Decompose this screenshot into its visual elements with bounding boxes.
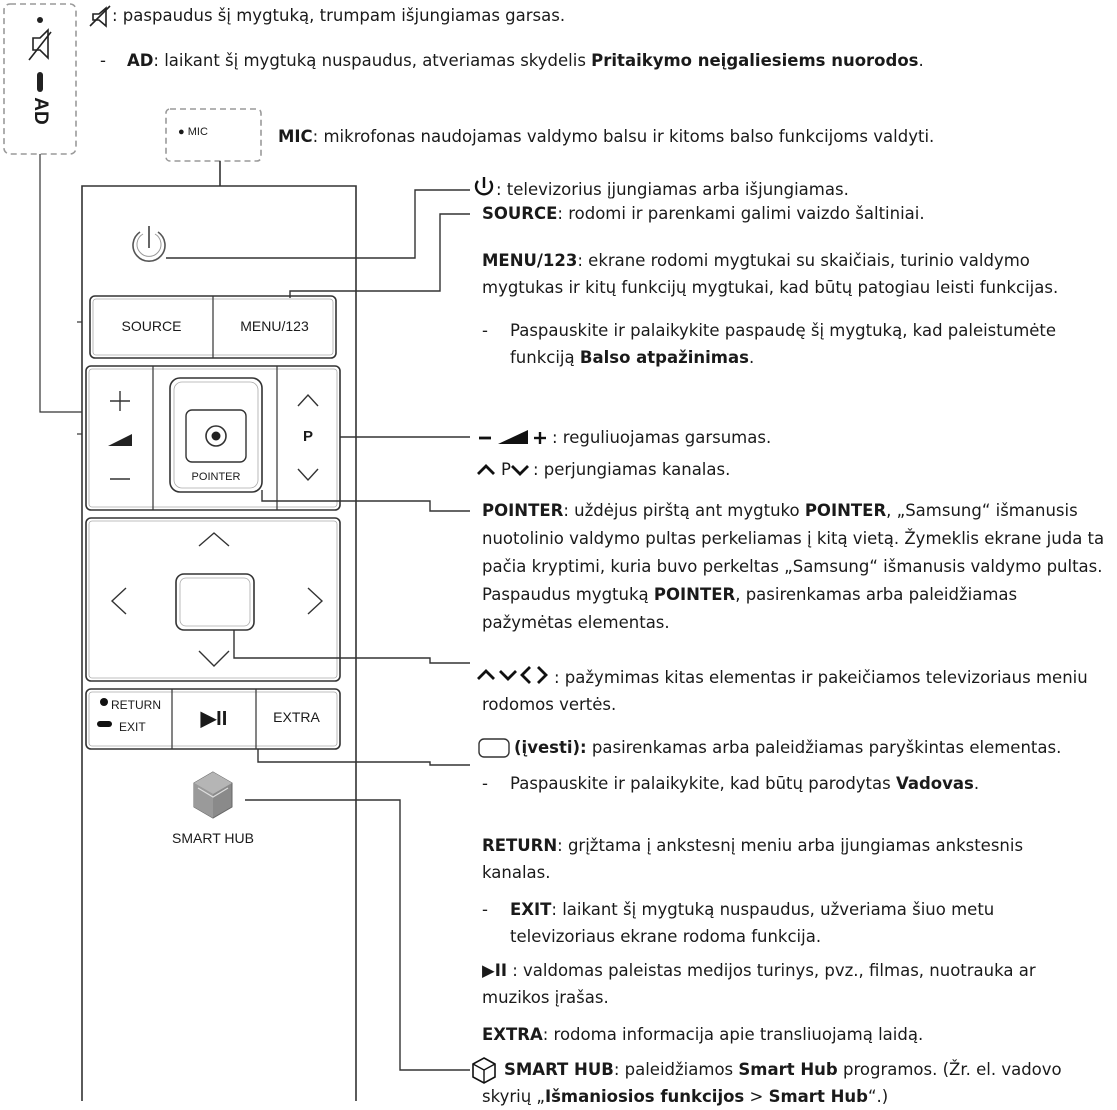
smart-hub-cube-icon — [193, 771, 233, 819]
pointer-button-shape — [169, 377, 263, 493]
volume-up-button[interactable] — [89, 370, 151, 415]
extra-description: EXTRA: rodoma informacija apie transliuo… — [482, 1025, 924, 1044]
dpad-right-icon — [307, 587, 324, 615]
dpad-right-button[interactable] — [280, 580, 336, 624]
mute-description: : paspaudus šį mygtuką, trumpam išjungia… — [112, 2, 565, 29]
mute-description-text: : paspaudus šį mygtuką, trumpam išjungia… — [112, 6, 566, 25]
smarthub-term: SMART HUB — [504, 1060, 614, 1079]
play-pause-label: ▶II — [200, 708, 228, 730]
mute-ad-connector — [39, 154, 82, 413]
dpad-up-button[interactable] — [180, 524, 250, 558]
mic-description: MIC: mikrofonas naudojamas valdymo balsu… — [278, 127, 935, 146]
pointer-description: POINTER: uždėjus pirštą ant mygtuko POIN… — [482, 501, 1105, 632]
channel-description: P: perjungiamas kanalas. — [482, 456, 730, 483]
ad-term: AD — [126, 51, 154, 70]
enter-button-shape — [175, 573, 255, 631]
smarthub-description: SMART HUB: paleidžiamos Smart Hub progra… — [482, 1060, 1062, 1106]
source-description: SOURCE: rodomi ir parenkami galimi vaizd… — [482, 204, 925, 223]
menu-note: Paspauskite ir palaikykite paspaudę šį m… — [510, 321, 1057, 367]
volume-channel-block — [85, 365, 341, 511]
return-leader-line — [257, 749, 470, 766]
channel-down-button[interactable] — [279, 460, 337, 505]
channel-p-label: P — [302, 428, 313, 445]
dpad-down-icon — [198, 650, 230, 667]
mute-icon — [89, 5, 111, 28]
enter-note: Paspauskite ir palaikykite, kad būtų par… — [510, 774, 980, 793]
dpad-left-icon — [110, 587, 127, 615]
enter-button[interactable] — [176, 574, 254, 630]
pointer-button[interactable]: POINTER — [170, 378, 262, 492]
channel-icon — [477, 464, 529, 476]
power-icon — [474, 177, 494, 196]
dpad-left-button[interactable] — [92, 580, 152, 624]
smart-hub-leader-line — [245, 799, 470, 1071]
ad-panel-term: Pritaikymo neįgaliesiems nuorodos — [591, 51, 919, 70]
exit-label: EXIT — [119, 720, 146, 734]
return-play-extra-block — [85, 688, 341, 750]
mic-dashed-box — [165, 108, 262, 162]
voice-recognition-term: Balso atpažinimas — [579, 348, 749, 367]
source-term: SOURCE — [482, 204, 558, 223]
return-exit-button[interactable]: RETURN EXIT — [89, 692, 172, 746]
play-pause-button[interactable]: ▶II — [172, 692, 256, 746]
menu-note-dash: - — [482, 321, 488, 340]
guide-term: Vadovas — [895, 774, 974, 793]
dpad-down-button[interactable] — [180, 642, 250, 676]
power-description: : televizorius įjungiamas arba išjungiam… — [496, 180, 849, 199]
enter-description: (įvesti): pasirenkamas arba paleidžiamas… — [514, 738, 1062, 757]
source-button-label: SOURCE — [121, 318, 182, 334]
enter-icon — [478, 738, 510, 758]
ad-side-label: AD — [30, 97, 51, 125]
play-symbol: ▶II — [482, 961, 507, 980]
channel-up-button[interactable] — [279, 370, 337, 415]
extra-term: EXTRA — [482, 1025, 543, 1044]
mute-ad-dashed-box — [3, 3, 77, 155]
mic-label-text: MIC — [187, 126, 208, 138]
volume-down-button[interactable] — [89, 460, 151, 505]
power-leader-line — [166, 189, 470, 259]
pointer-leader-line — [261, 490, 470, 512]
enter-leader-line — [233, 630, 470, 664]
enter-note-dash: - — [482, 774, 488, 793]
extra-label: EXTRA — [273, 709, 320, 725]
volume-icon — [479, 430, 546, 444]
ad-description: - AD: laikant šį mygtuką nuspaudus, atve… — [100, 51, 924, 70]
pointer-button-label: POINTER — [191, 471, 241, 483]
source-button[interactable]: SOURCE — [90, 296, 213, 358]
return-label: RETURN — [111, 698, 161, 712]
return-description: RETURN: grįžtama į ankstesnį meniu arba … — [482, 836, 1024, 882]
smart-hub-label: SMART HUB — [172, 830, 254, 846]
dpad-up-icon — [198, 532, 230, 547]
smart-hub-button[interactable] — [190, 768, 236, 822]
exit-note: EXIT: laikant šį mygtuką nuspaudus, užve… — [510, 900, 995, 946]
menu123-button-label: MENU/123 — [240, 318, 309, 334]
smart-hub-inline-icon — [472, 1057, 496, 1084]
power-button[interactable] — [132, 226, 166, 262]
extra-button[interactable]: EXTRA — [256, 692, 337, 746]
channel-p-text: P — [501, 460, 511, 479]
mic-term: MIC — [278, 127, 313, 146]
enter-term: (įvesti): — [514, 738, 587, 757]
mute-ad-side-button — [28, 17, 52, 92]
arrows-icon — [477, 666, 548, 684]
remote-body-outline — [81, 185, 357, 1101]
menu123-button[interactable]: MENU/123 — [213, 296, 336, 358]
return-term: RETURN — [482, 836, 558, 855]
channel-up-chevron — [297, 393, 319, 407]
exit-note-dash: - — [482, 900, 488, 919]
menu-description: MENU/123: ekrane rodomi mygtukai su skai… — [482, 251, 1059, 297]
channel-down-chevron — [297, 468, 319, 482]
mic-label: ● MIC — [178, 126, 208, 138]
pointer-term: POINTER — [482, 501, 564, 520]
arrows-description: : pažymimas kitas elementas ir pakeičiam… — [482, 668, 1088, 714]
volume-ramp-icon — [108, 434, 132, 446]
play-description: ▶II : valdomas paleistas medijos turinys… — [482, 961, 1036, 1007]
exit-term: EXIT — [510, 900, 552, 919]
dpad-block — [85, 517, 341, 682]
volume-description: : reguliuojamas garsumas. — [552, 428, 772, 447]
menu-term: MENU/123 — [482, 251, 578, 270]
source-menu-leader-line — [289, 213, 470, 298]
